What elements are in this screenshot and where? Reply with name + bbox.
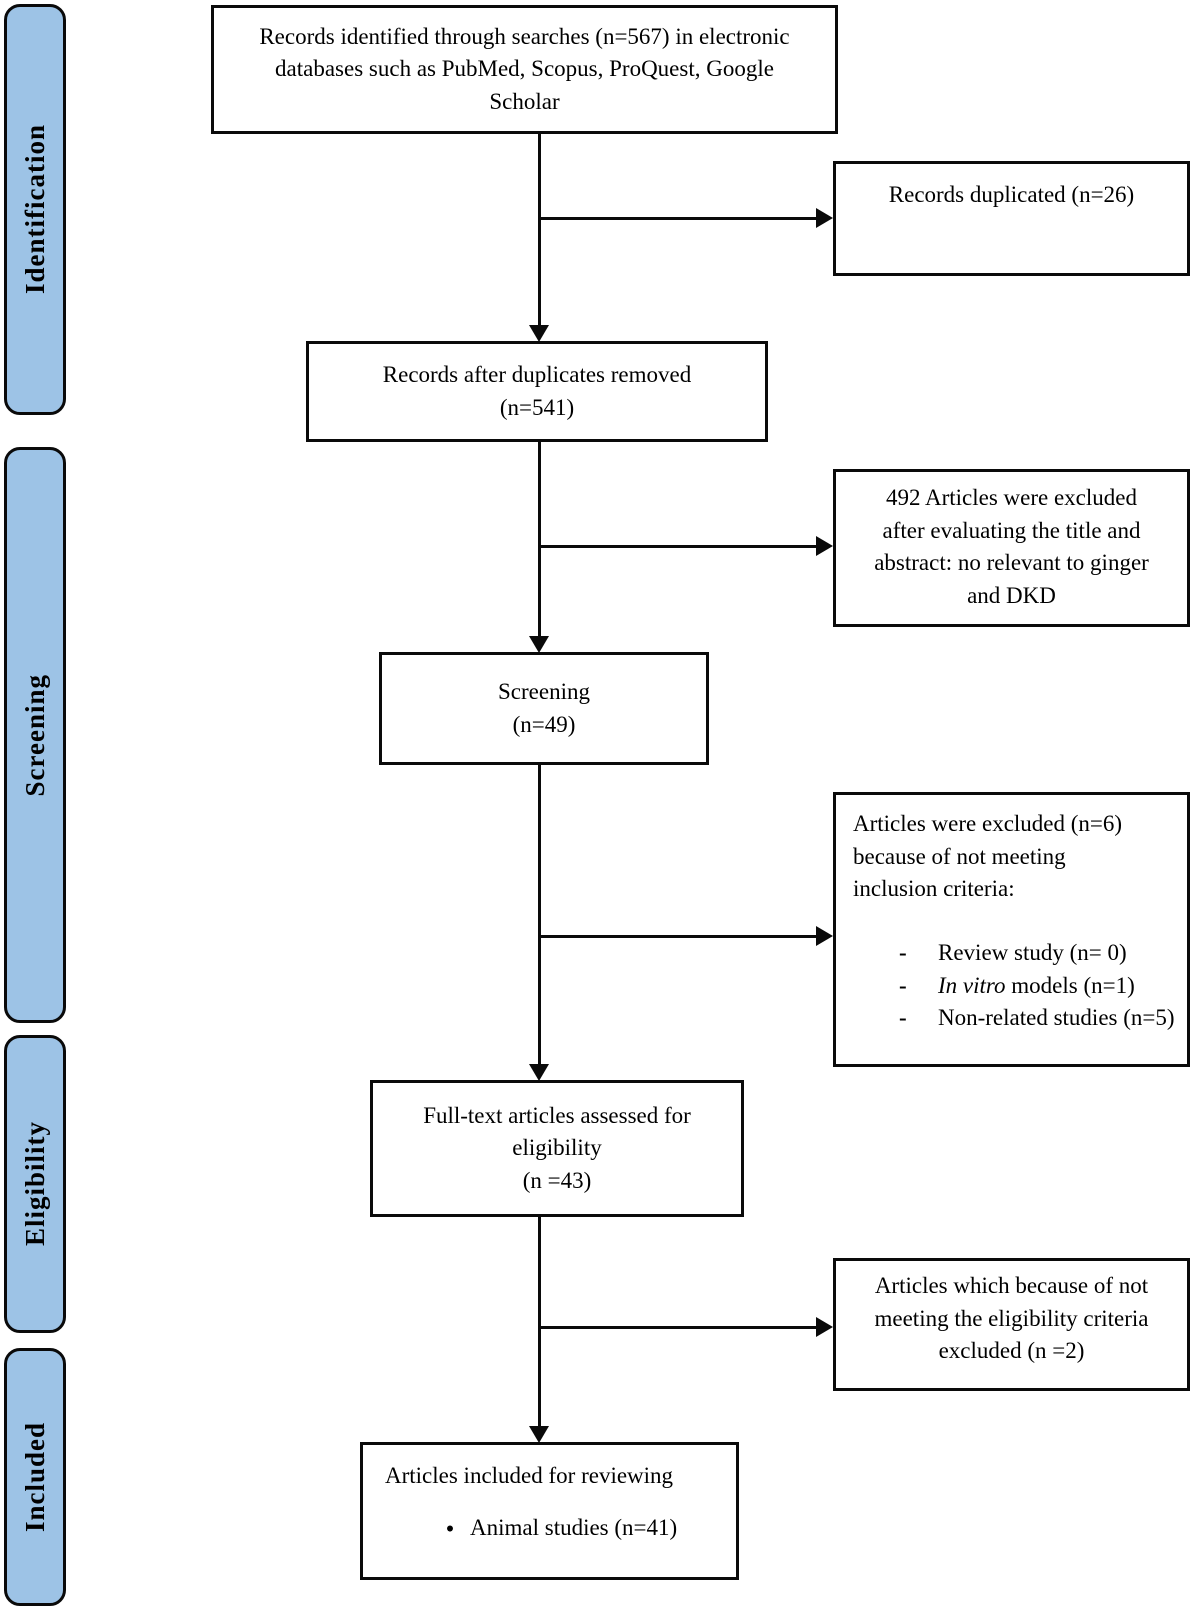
connector-to-excluded-eligibility xyxy=(539,1326,818,1329)
arrowhead-right-icon xyxy=(816,926,833,946)
screening-text: Screening (n=49) xyxy=(498,678,590,737)
records-identified-text: Records identified through searches (n=5… xyxy=(259,23,790,114)
excluded-title-abstract-text: 492 Articles were excluded after evaluat… xyxy=(874,485,1149,608)
list-item: - Non-related studies (n=5) xyxy=(853,1002,1177,1035)
connector-identified-to-after-duplicates xyxy=(538,134,541,326)
connector-to-excluded-inclusion xyxy=(539,935,818,938)
box-excluded-eligibility: Articles which because of not meeting th… xyxy=(833,1258,1190,1391)
box-screening: Screening (n=49) xyxy=(379,652,709,765)
list-item-plain: Non-related studies (n=5) xyxy=(938,1005,1175,1031)
connector-screening-to-fulltext xyxy=(538,765,541,1064)
list-item-text: Review study (n= 0) xyxy=(938,937,1177,970)
excluded-eligibility-text: Articles which because of not meeting th… xyxy=(874,1273,1149,1364)
connector-after-duplicates-to-screening xyxy=(538,442,541,637)
list-item: - In vitro models (n=1) xyxy=(853,970,1177,1003)
arrowhead-right-icon xyxy=(816,536,833,556)
list-item: - Review study (n= 0) xyxy=(853,937,1177,970)
box-records-after-duplicates: Records after duplicates removed (n=541) xyxy=(306,341,768,442)
stage-included-label: Included xyxy=(19,1421,50,1533)
connector-to-excluded-title-abstract xyxy=(539,545,818,548)
arrowhead-down-icon xyxy=(529,1426,549,1443)
box-excluded-title-abstract: 492 Articles were excluded after evaluat… xyxy=(833,469,1190,627)
stage-eligibility-label: Eligibility xyxy=(19,1121,50,1247)
fulltext-assessed-text: Full-text articles assessed for eligibil… xyxy=(423,1102,691,1193)
bullet-icon: • xyxy=(445,1515,455,1543)
animal-studies-text: Animal studies (n=41) xyxy=(470,1514,678,1540)
box-excluded-inclusion-criteria: Articles were excluded (n=6) because of … xyxy=(833,792,1190,1067)
dash-icon: - xyxy=(899,939,907,965)
list-item-italic: In vitro xyxy=(938,972,1006,998)
stage-identification-label: Identification xyxy=(19,124,50,295)
box-records-duplicated: Records duplicated (n=26) xyxy=(833,161,1190,276)
list-item-plain: models (n=1) xyxy=(1005,972,1135,998)
box-records-identified: Records identified through searches (n=5… xyxy=(211,5,838,134)
arrowhead-right-icon xyxy=(816,1317,833,1337)
connector-fulltext-to-included xyxy=(538,1217,541,1426)
arrowhead-right-icon xyxy=(816,208,833,228)
arrowhead-down-icon xyxy=(529,325,549,342)
stage-included: Included xyxy=(4,1348,66,1606)
records-after-duplicates-text: Records after duplicates removed (n=541) xyxy=(382,361,692,420)
records-duplicated-text: Records duplicated (n=26) xyxy=(888,182,1135,207)
arrowhead-down-icon xyxy=(529,1064,549,1081)
list-item-text: Non-related studies (n=5) xyxy=(938,1002,1177,1035)
box-articles-included: Articles included for reviewing • Animal… xyxy=(360,1442,739,1580)
excluded-inclusion-list: - Review study (n= 0) - In vitro models … xyxy=(853,937,1177,1035)
articles-included-bullet-item: • Animal studies (n=41) xyxy=(430,1512,724,1548)
list-item-plain: Review study (n= 0) xyxy=(938,939,1127,965)
stage-eligibility: Eligibility xyxy=(4,1035,66,1333)
list-item-text: In vitro models (n=1) xyxy=(938,970,1177,1003)
dash-icon: - xyxy=(899,972,907,998)
excluded-inclusion-intro: Articles were excluded (n=6) because of … xyxy=(853,811,1123,902)
articles-included-title: Articles included for reviewing xyxy=(385,1463,674,1488)
dash-icon: - xyxy=(899,1005,907,1031)
box-fulltext-assessed: Full-text articles assessed for eligibil… xyxy=(370,1080,744,1217)
stage-screening-label: Screening xyxy=(19,673,50,797)
stage-identification: Identification xyxy=(4,4,66,415)
stage-screening: Screening xyxy=(4,447,66,1023)
arrowhead-down-icon xyxy=(529,636,549,653)
connector-to-duplicated xyxy=(539,217,818,220)
